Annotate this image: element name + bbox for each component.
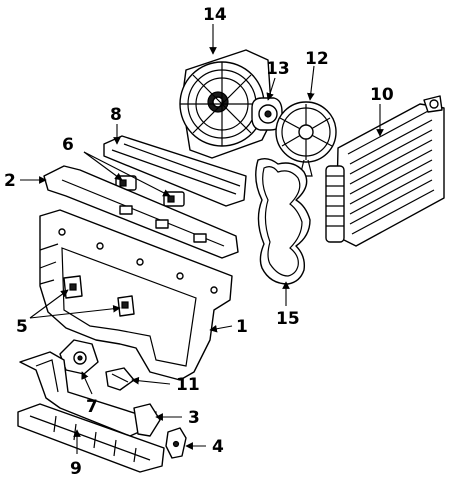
callout-4: 4 [212,437,224,457]
callout-12: 12 [305,49,329,69]
lower-mount [59,339,99,375]
callout-7: 7 [86,397,98,417]
callout-11: 11 [176,375,200,395]
callout-5: 5 [16,317,28,337]
fan-motor [251,97,283,131]
lower-support [19,351,161,437]
lower-bracket [105,367,135,391]
callout-15: 15 [276,309,300,329]
callout-10: 10 [370,85,394,105]
air-deflector [17,403,165,473]
callout-14: 14 [203,5,227,25]
callout-13: 13 [266,59,290,79]
callout-6: 6 [62,135,74,155]
callout-1: 1 [236,317,248,337]
leader-lines [20,24,384,454]
callout-8: 8 [110,105,122,125]
fan-shroud [179,49,273,159]
drive-belt [255,157,311,285]
callout-3: 3 [188,408,200,428]
callout-labels: 14 13 12 10 8 6 2 1 5 15 11 7 3 4 9 [4,5,394,479]
callout-2: 2 [4,171,16,191]
retainer-clip [165,427,187,459]
upper-tie-bar [43,165,239,259]
callout-9: 9 [70,459,82,479]
radiator [325,95,445,247]
radiator-support [39,209,233,381]
upper-bracket [103,135,247,207]
fan-blade [275,101,337,177]
